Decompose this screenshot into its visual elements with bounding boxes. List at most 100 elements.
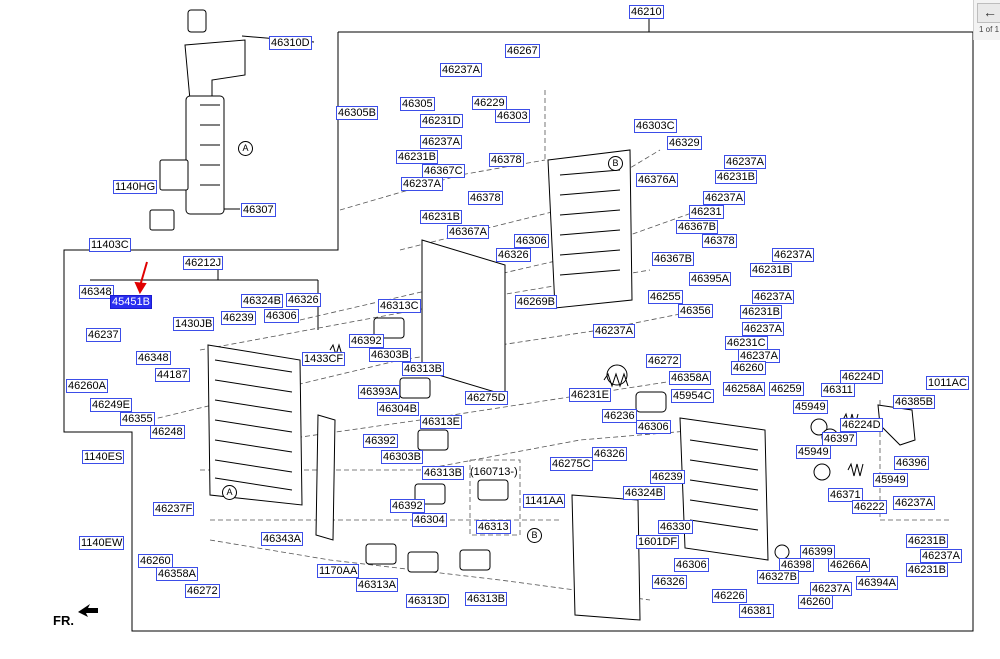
part-label[interactable]: 46392 (349, 334, 384, 348)
part-label[interactable]: 46399 (800, 545, 835, 559)
part-label[interactable]: 46231B (396, 150, 438, 164)
part-label[interactable]: 46397 (822, 432, 857, 446)
part-label[interactable]: 46326 (652, 575, 687, 589)
part-label[interactable]: 46393A (358, 385, 400, 399)
part-label[interactable]: 46324B (241, 294, 283, 308)
part-label[interactable]: 46222 (852, 500, 887, 514)
part-label[interactable]: 46378 (702, 234, 737, 248)
part-label[interactable]: 1170AA (317, 564, 360, 578)
part-label[interactable]: 46226 (712, 589, 747, 603)
part-label[interactable]: 46231B (740, 305, 782, 319)
part-label[interactable]: 46313B (422, 466, 464, 480)
part-label[interactable]: 46272 (185, 584, 220, 598)
part-label[interactable]: 46237 (86, 328, 121, 342)
part-label[interactable]: 46313C (378, 299, 421, 313)
part-label[interactable]: 1011AC (926, 376, 969, 390)
part-label[interactable]: 46229 (472, 96, 507, 110)
part-label[interactable]: 1140ES (82, 450, 125, 464)
part-label[interactable]: 46392 (363, 434, 398, 448)
part-label[interactable]: 46305B (336, 106, 378, 120)
part-label[interactable]: 46303C (634, 119, 677, 133)
part-label[interactable]: 46231B (420, 210, 462, 224)
part-label[interactable]: 46266A (828, 558, 870, 572)
part-label[interactable]: 46231 (689, 205, 724, 219)
part-label[interactable]: 46237A (440, 63, 482, 77)
part-label[interactable]: 45949 (793, 400, 828, 414)
part-label[interactable]: 46237A (703, 191, 745, 205)
part-label[interactable]: 46378 (468, 191, 503, 205)
part-label[interactable]: 46260 (138, 554, 173, 568)
part-label[interactable]: 1433CF (302, 352, 346, 366)
part-label[interactable]: 46381 (739, 604, 774, 618)
part-label[interactable]: 1430JB (173, 317, 215, 331)
part-label[interactable]: 46396 (894, 456, 929, 470)
part-label[interactable]: 46260 (798, 595, 833, 609)
part-label[interactable]: 46260A (66, 379, 108, 393)
part-label[interactable]: 46307 (241, 203, 276, 217)
part-label[interactable]: 46231E (569, 388, 611, 402)
part-label[interactable]: 46305 (400, 97, 435, 111)
part-label[interactable]: 46392 (390, 499, 425, 513)
part-label[interactable]: 46326 (592, 447, 627, 461)
part-label[interactable]: 46267 (505, 44, 540, 58)
part-label[interactable]: 46376A (636, 173, 678, 187)
part-label[interactable]: 1140HG (113, 180, 158, 194)
part-label[interactable]: 46313 (476, 520, 511, 534)
part-label[interactable]: 46329 (667, 136, 702, 150)
part-label[interactable]: 46311 (821, 383, 855, 397)
back-arrow-icon[interactable]: ← (977, 3, 1000, 23)
part-label[interactable]: 44187 (155, 368, 190, 382)
part-label[interactable]: 46356 (678, 304, 713, 318)
part-label[interactable]: 46272 (646, 354, 681, 368)
part-label[interactable]: 46231B (750, 263, 792, 277)
part-label[interactable]: 46355 (120, 412, 155, 426)
part-label[interactable]: 46343A (261, 532, 303, 546)
part-label[interactable]: 46237A (810, 582, 852, 596)
part-label[interactable]: 45949 (873, 473, 908, 487)
part-label[interactable]: 46367B (652, 252, 694, 266)
part-label[interactable]: 46224D (840, 418, 883, 432)
part-label[interactable]: 46237A (752, 290, 794, 304)
part-label[interactable]: 46237A (593, 324, 635, 338)
part-label[interactable]: 46310D (269, 36, 312, 50)
part-label[interactable]: 46269B (515, 295, 557, 309)
part-label[interactable]: 46367A (447, 225, 489, 239)
part-label[interactable]: 46398 (779, 558, 814, 572)
part-label[interactable]: 46303B (369, 348, 411, 362)
part-label[interactable]: 46275C (550, 457, 593, 471)
part-label[interactable]: 46330 (658, 520, 693, 534)
part-label[interactable]: 46313D (406, 594, 449, 608)
part-label[interactable]: 45949 (796, 445, 831, 459)
part-label[interactable]: 46236 (602, 409, 637, 423)
part-label[interactable]: 46324B (623, 486, 665, 500)
part-label[interactable]: 46231C (725, 336, 768, 350)
part-label[interactable]: 46248 (150, 425, 185, 439)
part-label[interactable]: 46259 (769, 382, 804, 396)
part-label[interactable]: 46231B (906, 534, 948, 548)
part-label[interactable]: 46327B (757, 570, 799, 584)
part-label[interactable]: 46275D (465, 391, 508, 405)
part-label[interactable]: 1141AA (523, 494, 566, 508)
part-label[interactable]: 46313B (465, 592, 507, 606)
part-label[interactable]: 46303 (495, 109, 530, 123)
part-label[interactable]: 46358A (669, 371, 711, 385)
part-label[interactable]: 46224D (840, 370, 883, 384)
part-label[interactable]: 46313E (420, 415, 462, 429)
part-label[interactable]: 46304B (377, 402, 419, 416)
part-label[interactable]: 46348 (136, 351, 171, 365)
part-label[interactable]: 46394A (856, 576, 898, 590)
part-label[interactable]: 46255 (648, 290, 683, 304)
part-label[interactable]: 46237A (724, 155, 766, 169)
part-label[interactable]: 46249E (90, 398, 132, 412)
part-label[interactable]: 46237F (153, 502, 195, 516)
part-label[interactable]: 46237A (772, 248, 814, 262)
part-label[interactable]: 1140EW (79, 536, 125, 550)
part-label[interactable]: 46326 (496, 248, 531, 262)
part-label[interactable]: 46239 (221, 311, 256, 325)
part-label[interactable]: 46306 (514, 234, 549, 248)
part-label[interactable]: 46306 (264, 309, 299, 323)
part-label[interactable]: 46395A (689, 272, 731, 286)
part-label[interactable]: 46258A (723, 382, 765, 396)
part-label[interactable]: 46231B (906, 563, 948, 577)
part-label[interactable]: 46303B (381, 450, 423, 464)
